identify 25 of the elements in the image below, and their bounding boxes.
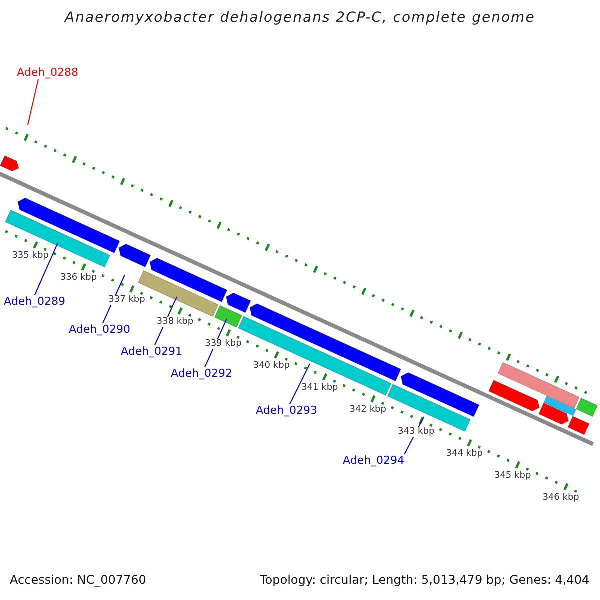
scale-label: 344 kbp <box>446 448 483 460</box>
scale-label: 337 kbp <box>108 295 146 306</box>
title: Anaeromyxobacter dehalogenans 2CP-C, complete genome <box>65 10 536 26</box>
scale-label: 341 kbp <box>302 383 338 394</box>
gene-label: Adeh_0293 <box>256 404 318 418</box>
gene-label: Adeh_0289 <box>4 296 66 308</box>
gene-label: Adeh_0292 <box>171 368 233 380</box>
scale-label: 340 kbp <box>253 361 290 372</box>
genome-info-text: Topology: circular; Length: 5,013,479 bp; Genes: 4,404 <box>260 574 590 588</box>
leader-line <box>34 242 58 296</box>
scale-label: 335 kbp <box>12 251 49 262</box>
scale-label: 336 kbp <box>60 273 98 284</box>
scale-label: 338 kbp <box>156 317 194 328</box>
leader-line <box>289 364 310 405</box>
gene-label: Adeh_0291 <box>121 346 183 358</box>
scale-label: 346 kbp <box>542 492 580 504</box>
gene-label: Adeh_0294 <box>343 454 405 468</box>
scale-label: 345 kbp <box>494 470 532 482</box>
scale-label: 343 kbp <box>398 426 435 438</box>
gene-label: Adeh_0288 <box>17 66 79 80</box>
gene-label: Adeh_0290 <box>69 324 131 336</box>
accession-text: Accession: NC_007760 <box>10 574 146 588</box>
scale-label: 339 kbp <box>205 339 242 350</box>
leader-line <box>28 78 39 126</box>
scale-label: 342 kbp <box>350 404 386 416</box>
